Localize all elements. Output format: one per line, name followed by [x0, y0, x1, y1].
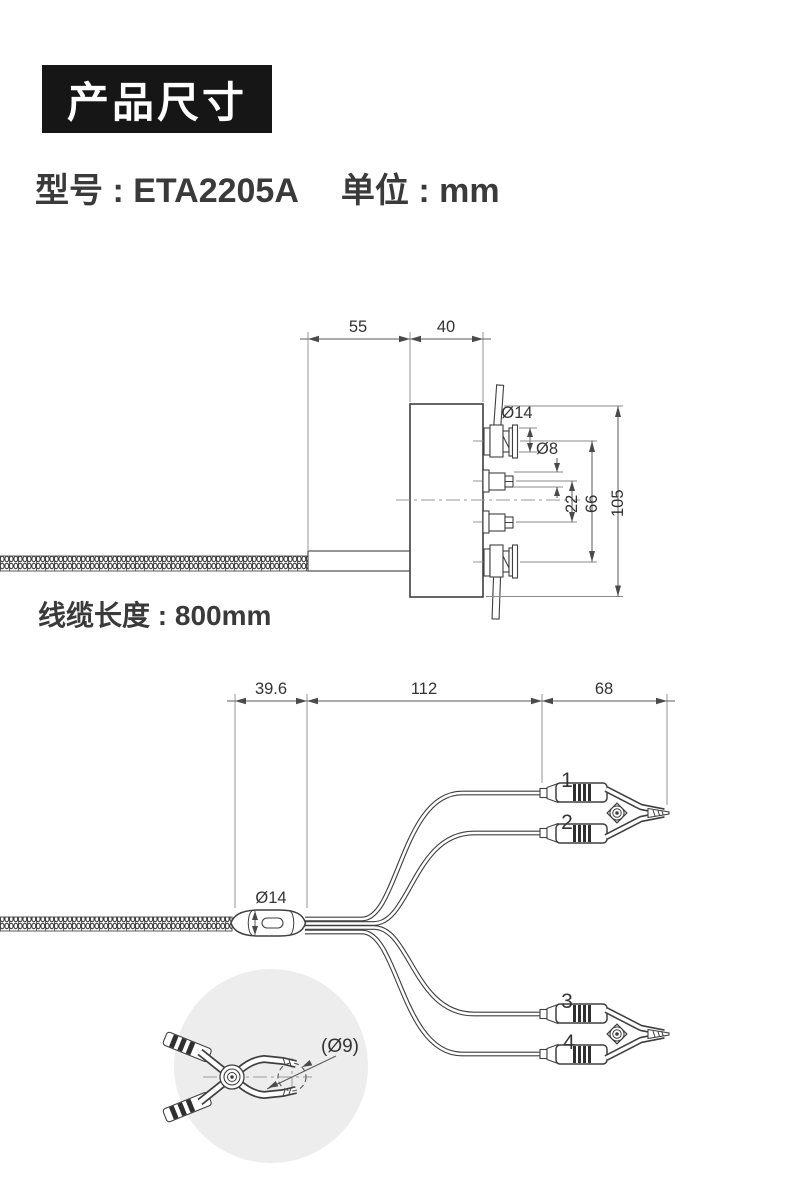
cable-splitter: Ø14 — [230, 889, 307, 937]
plug-connector-upper — [482, 469, 514, 493]
braided-cable-bottom — [0, 916, 233, 932]
dim-splitter-length-label: 39.6 — [255, 680, 287, 698]
section-title-box: 产品尺寸 — [42, 65, 272, 133]
cable-length-note: 线缆长度 : 800mm — [38, 600, 272, 631]
plug-connector-lower — [482, 510, 514, 534]
dim-bnc-diameter-label: Ø14 — [501, 404, 532, 422]
model-label: 型号 : ETA2205A — [35, 172, 299, 210]
detail-view-open-clip: (Ø9) — [162, 1031, 359, 1123]
section-title: 产品尺寸 — [66, 78, 247, 126]
clip-label-3: 3 — [561, 990, 573, 1013]
clip-label-2: 2 — [561, 811, 573, 834]
braided-cable-top — [0, 555, 309, 572]
dim-total-height-label: 105 — [609, 489, 627, 517]
dim-plug-diameter-label: Ø8 — [536, 440, 558, 458]
dim-plug-pitch-label: 22 — [563, 495, 581, 513]
dim-rear-length-label: 55 — [349, 318, 367, 336]
bottom-drawing-cable-assembly: 39.6 112 68 Ø14 — [0, 680, 675, 1163]
clip-label-1: 1 — [561, 769, 573, 792]
dim-body-length-label: 40 — [437, 318, 455, 336]
dim-splitter-diameter-label: Ø14 — [255, 889, 286, 907]
dim-bnc-pitch-label: 66 — [583, 495, 601, 513]
cable-boot — [307, 550, 411, 572]
clip-label-4: 4 — [563, 1031, 575, 1054]
dim-jaw-opening-label: (Ø9) — [321, 1036, 359, 1057]
bnc-connector-top — [483, 384, 519, 459]
bnc-connector-bottom — [483, 544, 519, 620]
dim-clip-length-label: 68 — [595, 680, 613, 698]
top-drawing-device-side-view: 55 40 — [0, 318, 627, 620]
unit-label: 单位 : mm — [340, 172, 500, 210]
detail-view-circle — [174, 969, 368, 1163]
lead-wires — [305, 790, 541, 1057]
model-unit-line: 型号 : ETA2205A 单位 : mm — [35, 163, 500, 212]
dim-lead-length-label: 112 — [411, 680, 437, 698]
